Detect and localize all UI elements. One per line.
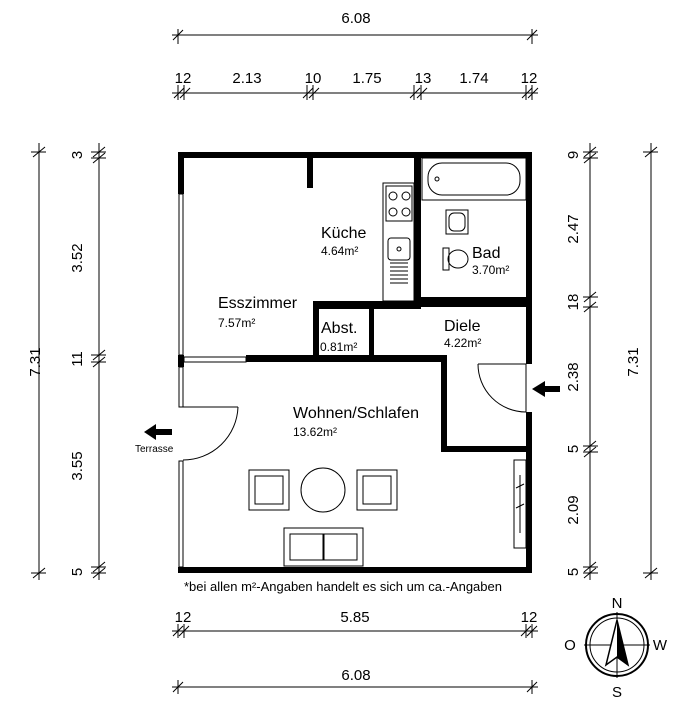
- room-name-wohnen: Wohnen/Schlafen: [293, 405, 419, 422]
- terrace-label: Terrasse: [135, 444, 174, 455]
- room-diele: Diele 4.22m²: [444, 318, 481, 350]
- compass-w: W: [653, 637, 668, 654]
- right-segment-labels: 9 2.47 18 2.38 5 2.09 5: [565, 151, 582, 576]
- room-name-abst: Abst.: [321, 320, 357, 337]
- compass-s: S: [612, 684, 622, 701]
- round-table: [300, 467, 346, 513]
- right-segment-dimension: [583, 143, 598, 580]
- right-seg-2: 2.47: [565, 214, 582, 243]
- top-segment-labels: 12 2.13 10 1.75 13 1.74 12: [175, 70, 538, 87]
- top-seg-3: 10: [305, 70, 322, 87]
- right-seg-5: 5: [565, 445, 582, 453]
- left-seg-2: 3.52: [69, 243, 86, 272]
- room-esszimmer: Esszimmer 7.57m²: [218, 295, 298, 330]
- terrace-arrow-icon: [144, 424, 172, 440]
- room-area-abst: 0.81m²: [320, 340, 357, 354]
- room-abst: Abst. 0.81m²: [320, 320, 357, 354]
- right-seg-1: 9: [565, 151, 582, 159]
- bottom-segment-labels: 12 5.85 12: [175, 609, 538, 626]
- right-total-dimension: [643, 143, 658, 580]
- walls: [178, 152, 532, 573]
- top-segment-dimension: [172, 85, 539, 100]
- left-total-dimension: [31, 143, 46, 580]
- top-seg-7: 12: [521, 70, 538, 87]
- armchair-left: [248, 469, 290, 511]
- bottom-total-dimension: [172, 680, 538, 694]
- bottom-total-label: 6.08: [341, 667, 370, 684]
- left-total-label: 7.31: [27, 347, 44, 376]
- right-total-label: 7.31: [625, 347, 642, 376]
- sofa: [283, 527, 364, 567]
- compass: N S O W: [564, 595, 668, 701]
- top-seg-5: 13: [415, 70, 432, 87]
- washbasin: [445, 209, 469, 235]
- bottom-seg-3: 12: [521, 609, 538, 626]
- left-segment-dimension: [91, 143, 106, 580]
- wardrobe: [513, 459, 527, 549]
- entrance-arrow-icon: [532, 381, 560, 397]
- kitchen-counter: [382, 182, 415, 302]
- top-seg-4: 1.75: [352, 70, 381, 87]
- drainboard-ribs: [390, 262, 408, 284]
- room-area-diele: 4.22m²: [444, 336, 481, 350]
- compass-n: N: [612, 595, 623, 612]
- room-bad: Bad 3.70m²: [472, 245, 509, 277]
- windows: [178, 193, 496, 568]
- right-seg-6: 2.09: [565, 495, 582, 524]
- top-seg-6: 1.74: [459, 70, 488, 87]
- room-area-kueche: 4.64m²: [321, 244, 358, 258]
- room-name-esszimmer: Esszimmer: [218, 295, 298, 312]
- left-seg-4: 3.55: [69, 451, 86, 480]
- room-name-diele: Diele: [444, 318, 481, 335]
- left-seg-3: 11: [69, 351, 86, 367]
- room-wohnen: Wohnen/Schlafen 13.62m²: [293, 405, 419, 439]
- top-total-dimension: [172, 29, 538, 44]
- compass-o: O: [564, 637, 576, 654]
- room-name-bad: Bad: [472, 245, 500, 262]
- room-kueche: Küche 4.64m²: [321, 225, 366, 258]
- room-area-wohnen: 13.62m²: [293, 425, 337, 439]
- bottom-seg-1: 12: [175, 609, 192, 626]
- top-seg-2: 2.13: [232, 70, 261, 87]
- bottom-segment-dimension: [172, 624, 538, 638]
- toilet: [442, 247, 469, 271]
- right-seg-7: 5: [565, 568, 582, 576]
- room-area-bad: 3.70m²: [472, 263, 509, 277]
- bathtub: [421, 157, 527, 201]
- room-area-esszimmer: 7.57m²: [218, 316, 255, 330]
- entrance-door[interactable]: [477, 363, 527, 413]
- left-seg-1: 3: [69, 151, 86, 159]
- right-seg-4: 2.38: [565, 362, 582, 391]
- top-seg-1: 12: [175, 70, 192, 87]
- left-segment-labels: 3 3.52 11 3.55 5: [69, 151, 86, 576]
- armchair-right: [356, 469, 398, 511]
- terrace-door[interactable]: [182, 406, 239, 461]
- top-total-label: 6.08: [341, 10, 370, 27]
- footnote: *bei allen m²-Angaben handelt es sich um…: [184, 579, 502, 594]
- left-seg-5: 5: [69, 568, 86, 576]
- right-seg-3: 18: [565, 294, 582, 311]
- room-name-kueche: Küche: [321, 225, 366, 242]
- bottom-seg-2: 5.85: [340, 609, 369, 626]
